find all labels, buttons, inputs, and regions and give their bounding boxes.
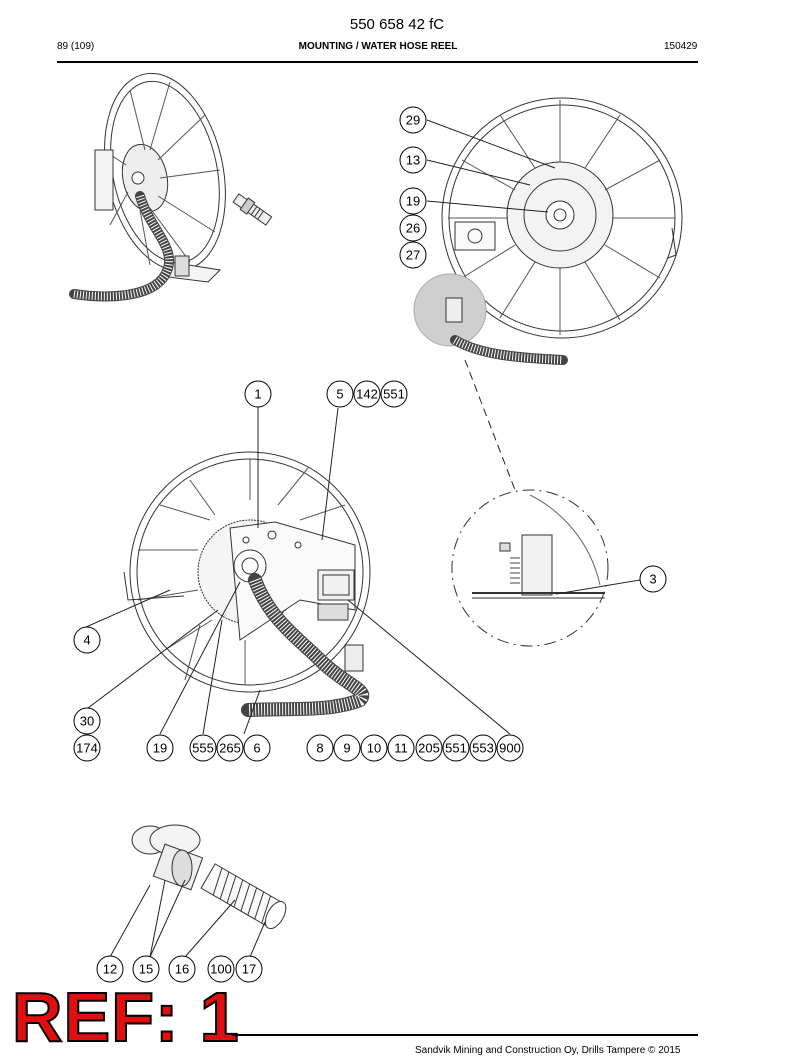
svg-text:1: 1 (254, 387, 261, 402)
footer-copyright: Sandvik Mining and Construction Oy, Dril… (415, 1045, 681, 1056)
callout-27: 27 (399, 241, 427, 269)
svg-text:100: 100 (210, 962, 232, 977)
svg-text:900: 900 (499, 741, 521, 756)
callout-6: 6 (243, 734, 271, 762)
svg-text:26: 26 (406, 221, 420, 236)
callout-142: 142 (353, 380, 381, 408)
svg-text:4: 4 (83, 633, 90, 648)
callout-555: 555 (189, 734, 217, 762)
svg-text:11: 11 (394, 741, 408, 756)
svg-text:551: 551 (445, 741, 467, 756)
detail-link-line (464, 359, 516, 491)
svg-text:29: 29 (406, 113, 420, 128)
footer-divider (232, 1034, 698, 1036)
svg-text:551: 551 (383, 387, 405, 402)
callout-5: 5 (326, 380, 354, 408)
callout-19: 19 (146, 734, 174, 762)
spring-detail-view (451, 489, 641, 647)
svg-text:30: 30 (80, 714, 94, 729)
svg-text:174: 174 (76, 741, 98, 756)
svg-text:5: 5 (336, 387, 343, 402)
callout-16: 16 (168, 955, 196, 983)
reel-front-view (123, 451, 371, 717)
header-divider (57, 61, 698, 63)
callout-11: 11 (387, 734, 415, 762)
svg-text:205: 205 (418, 741, 440, 756)
svg-text:555: 555 (192, 741, 214, 756)
svg-text:27: 27 (406, 248, 420, 263)
svg-text:17: 17 (242, 962, 256, 977)
svg-text:13: 13 (406, 153, 420, 168)
svg-text:19: 19 (406, 194, 420, 209)
svg-text:19: 19 (153, 741, 167, 756)
callout-9: 9 (333, 734, 361, 762)
svg-text:12: 12 (103, 962, 117, 977)
svg-text:8: 8 (316, 741, 323, 756)
ref-stamp: REF: 1 (11, 978, 240, 1056)
callout-205: 205 (415, 734, 443, 762)
section-title: MOUNTING / WATER HOSE REEL (298, 41, 458, 52)
callout-10: 10 (360, 734, 388, 762)
leaders-middle (85, 407, 511, 735)
callout-12: 12 (96, 955, 124, 983)
reel-rear-view (413, 97, 683, 365)
reel-isometric-view (69, 72, 273, 302)
svg-text:553: 553 (472, 741, 494, 756)
svg-text:3: 3 (649, 572, 656, 587)
svg-text:15: 15 (139, 962, 153, 977)
svg-text:9: 9 (343, 741, 350, 756)
callout-551: 551 (442, 734, 470, 762)
callout-30: 30 (73, 707, 101, 735)
page-number: 89 (109) (57, 41, 95, 52)
callout-900: 900 (496, 734, 524, 762)
callout-551: 551 (380, 380, 408, 408)
callout-19: 19 (399, 187, 427, 215)
leaders-top-right (426, 119, 556, 213)
date-code: 150429 (664, 41, 698, 52)
callout-13: 13 (399, 146, 427, 174)
callout-26: 26 (399, 214, 427, 242)
callout-17: 17 (235, 955, 263, 983)
callout-174: 174 (73, 734, 101, 762)
svg-text:142: 142 (356, 387, 378, 402)
hose-coupling-view (109, 824, 287, 958)
svg-text:265: 265 (219, 741, 241, 756)
svg-text:10: 10 (367, 741, 381, 756)
callout-29: 29 (399, 106, 427, 134)
callout-265: 265 (216, 734, 244, 762)
callout-3: 3 (639, 565, 667, 593)
document-number: 550 658 42 fC (349, 16, 445, 33)
callout-8: 8 (306, 734, 334, 762)
svg-text:16: 16 (175, 962, 189, 977)
svg-text:6: 6 (253, 741, 260, 756)
callout-15: 15 (132, 955, 160, 983)
callout-4: 4 (73, 626, 101, 654)
callout-1: 1 (244, 380, 272, 408)
callout-100: 100 (207, 955, 235, 983)
callout-553: 553 (469, 734, 497, 762)
